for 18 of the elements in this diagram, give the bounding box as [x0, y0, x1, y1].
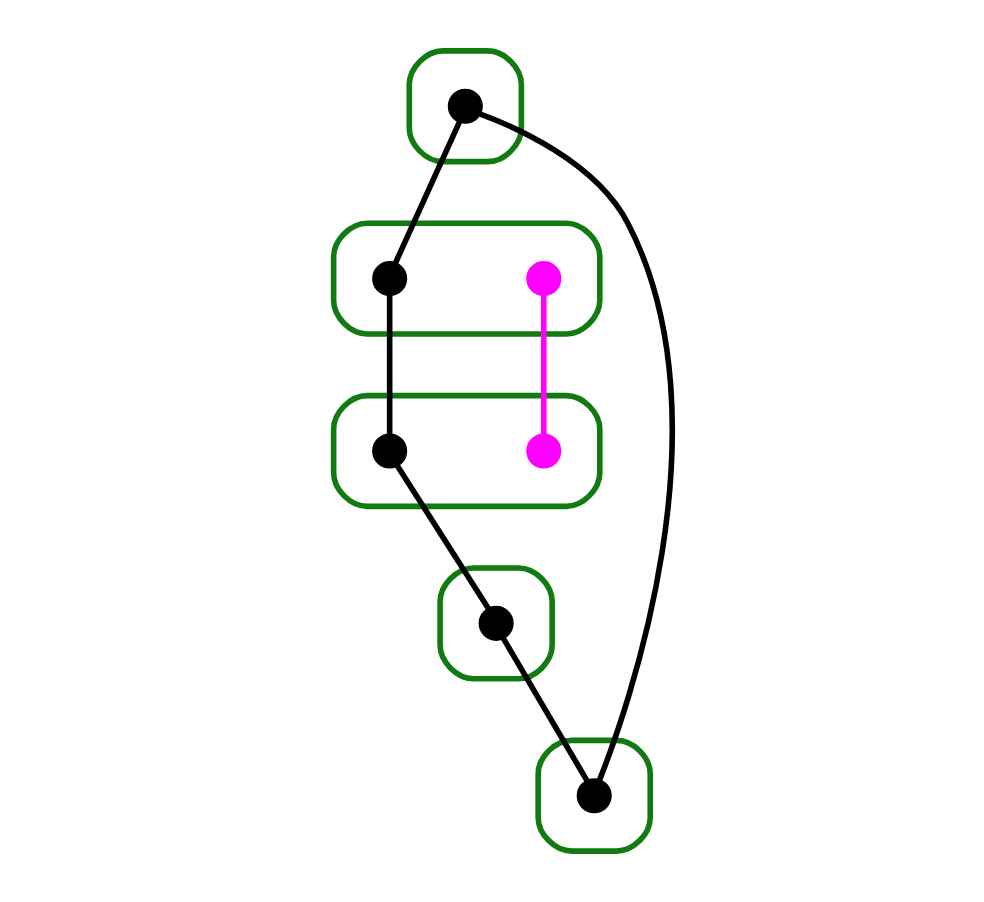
connector — [394, 464, 491, 611]
cluster — [330, 392, 603, 510]
cluster — [437, 565, 555, 682]
cluster — [406, 48, 525, 165]
node-dot — [372, 261, 408, 297]
node-dot — [478, 605, 514, 641]
node-dot — [447, 88, 483, 124]
node-dot — [526, 433, 562, 469]
connector — [392, 121, 462, 265]
cluster — [330, 220, 603, 337]
cluster — [535, 737, 654, 854]
connector — [540, 295, 547, 434]
node-dot — [576, 778, 612, 814]
node-dot — [526, 261, 562, 297]
connector — [500, 636, 590, 783]
node-dot — [372, 433, 408, 469]
connector — [478, 111, 675, 782]
connector — [386, 295, 393, 434]
